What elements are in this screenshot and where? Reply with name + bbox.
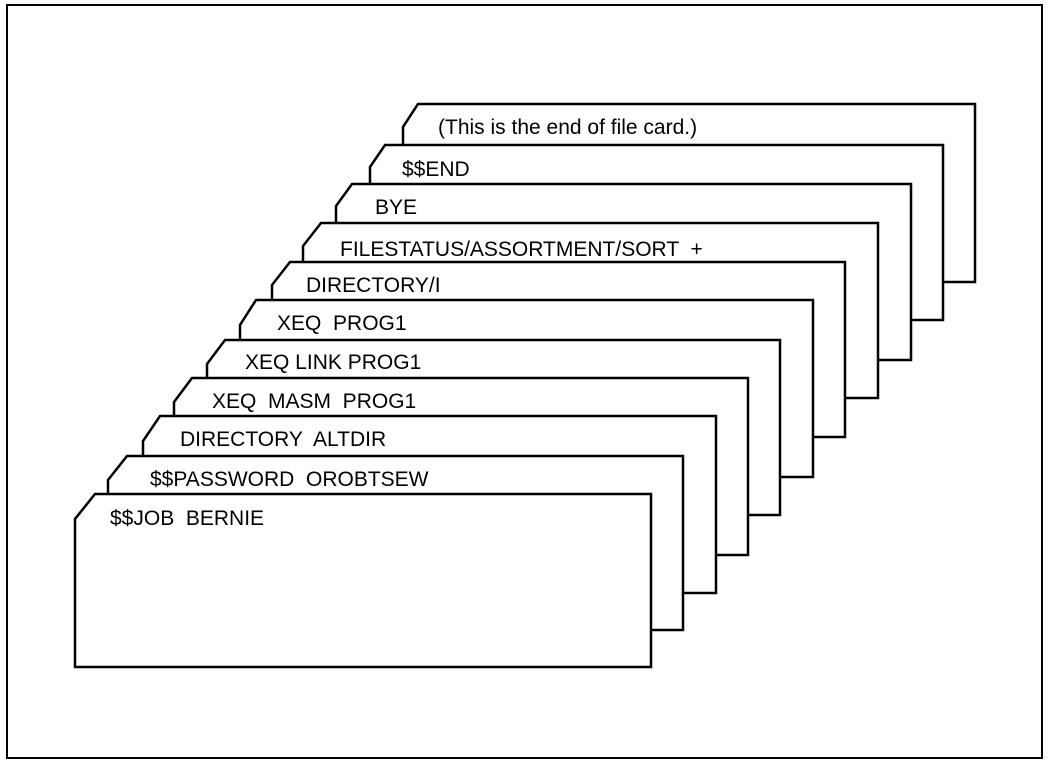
- card-label-bye: BYE: [375, 196, 417, 219]
- card-job: $$JOB BERNIE: [75, 494, 651, 667]
- card-label-filestatus: FILESTATUS/ASSORTMENT/SORT +: [340, 238, 703, 261]
- card-label-end-of-file: (This is the end of file card.): [438, 116, 697, 139]
- card-label-end: $$END: [402, 158, 470, 181]
- card-label-directory-altdir: DIRECTORY ALTDIR: [180, 428, 386, 451]
- card-label-xeq-link: XEQ LINK PROG1: [245, 351, 421, 374]
- card-label-xeq-prog1: XEQ PROG1: [277, 312, 407, 335]
- card-label-directory-i: DIRECTORY/I: [306, 274, 441, 297]
- card-label-xeq-masm: XEQ MASM PROG1: [212, 390, 416, 413]
- card-label-job: $$JOB BERNIE: [110, 507, 264, 530]
- card-label-password: $$PASSWORD OROBTSEW: [150, 468, 429, 491]
